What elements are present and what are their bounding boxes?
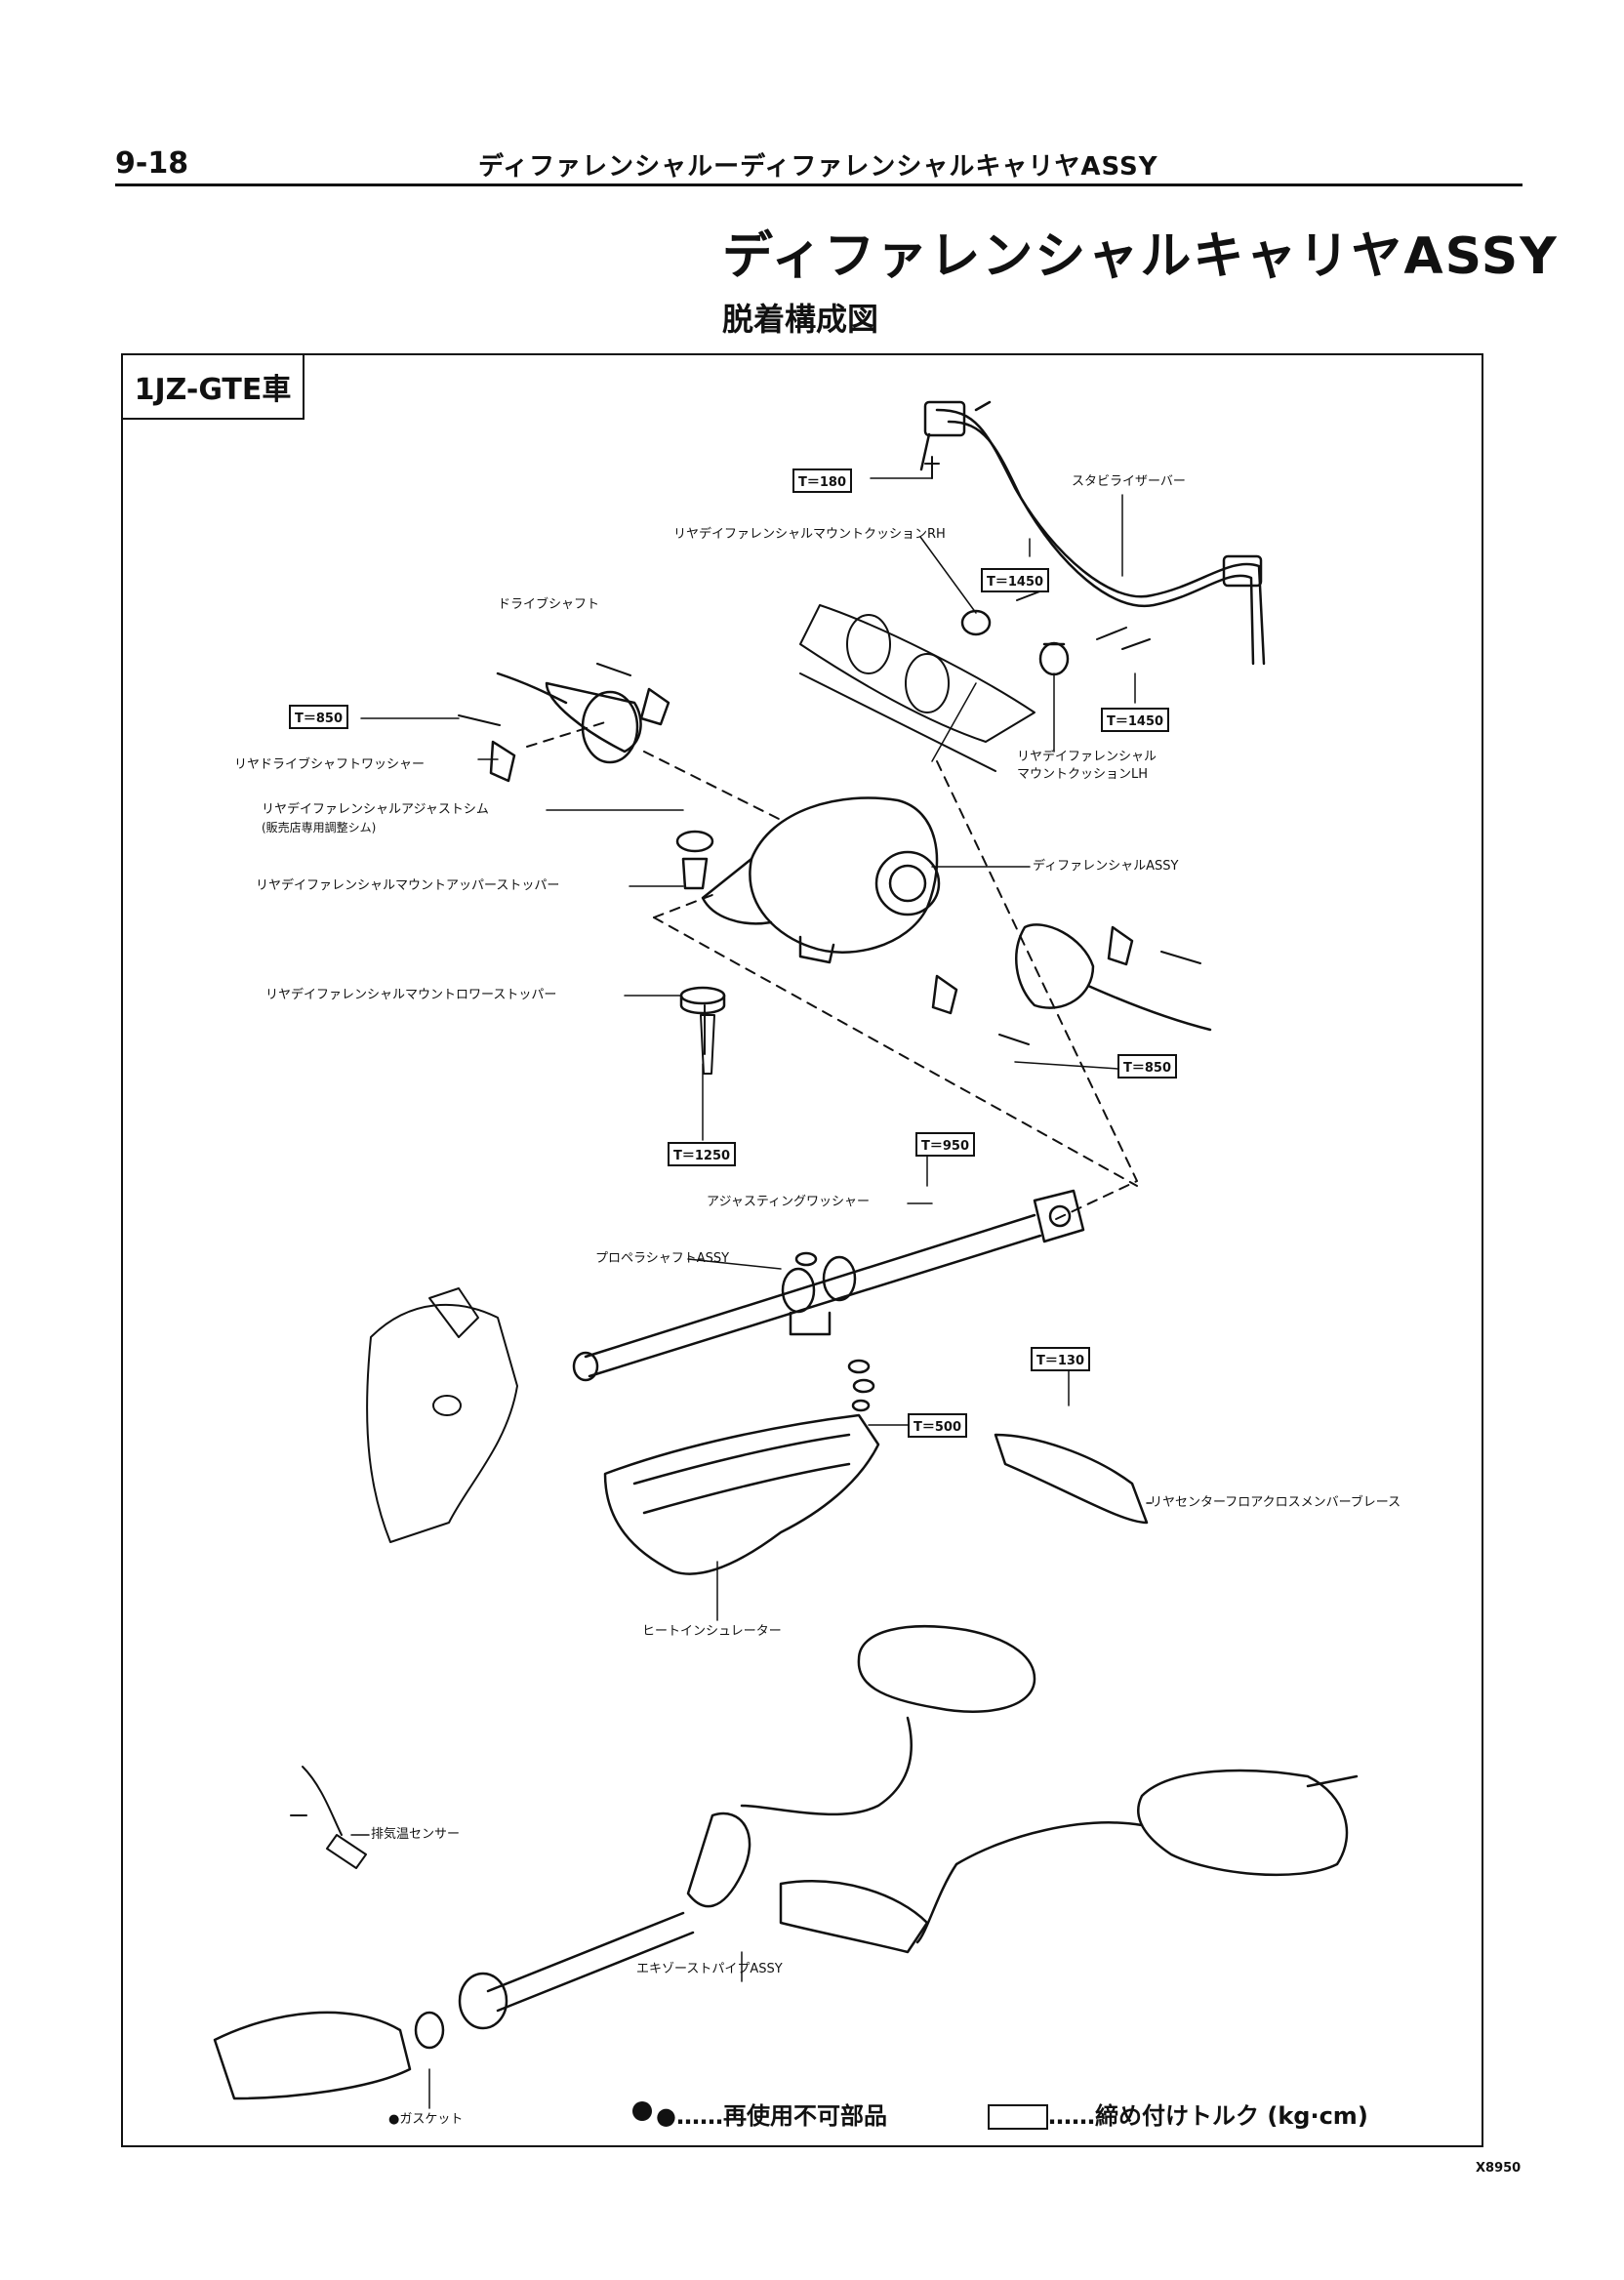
mount-cushions-drawing [960, 609, 1070, 676]
label-stabilizer-bar: スタビライザーバー [1072, 474, 1186, 489]
legend-dot [632, 2101, 652, 2121]
page-title: ディファレンシャルキャリヤASSY [722, 227, 1559, 286]
bolts-drawing [458, 456, 1201, 1075]
label-rear-drive-shaft-washer: リヤドライブシャフトワッシャー [234, 757, 426, 772]
page-subtitle: 脱着構成図 [722, 301, 879, 338]
drive-shaft-lh-drawing [489, 672, 670, 783]
lower-stopper-drawing [679, 986, 726, 1015]
dashed-guides [526, 721, 1138, 1221]
exhaust-sensor-drawing [290, 1766, 367, 1869]
differential-drawing [675, 796, 941, 964]
label-exhaust-pipe: エキゾーストパイプASSY [636, 1962, 783, 1976]
figure-code: X8950 [1476, 2161, 1522, 2176]
legend-non-reusable: ●……再使用不可部品 [656, 2102, 887, 2130]
label-propeller-shaft: プロペラシャフトASSY [595, 1251, 730, 1266]
label-heat-insulator: ヒートインシュレーター [642, 1624, 782, 1639]
torque-t1450-a: T＝1450 [981, 568, 1050, 592]
washers-drawing [794, 1251, 875, 1412]
page-number: 9-18 [115, 146, 189, 181]
legend-torque-text: ……締め付けトルク (kg·cm) [1048, 2102, 1368, 2130]
stabilizer-bar-drawing [919, 400, 1266, 666]
label-mount-cushion-lh-2: マウントクッションLH [1017, 767, 1149, 782]
label-adjust-shim: リヤデイファレンシャルアジャストシム [262, 802, 489, 817]
body-bracket-drawing [366, 1287, 518, 1543]
subframe-drawing [799, 604, 1035, 772]
label-lower-stopper: リヤデイファレンシャルマウントロワーストッパー [265, 988, 557, 1002]
label-mount-cushion-lh-1: リヤデイファレンシャル [1017, 750, 1157, 764]
torque-t130: T＝130 [1031, 1347, 1091, 1371]
brace-drawing [994, 1433, 1149, 1525]
torque-t950: T＝950 [915, 1132, 976, 1157]
exhaust-system-drawing [213, 1625, 1359, 2100]
label-mount-cushion-rh: リヤデイファレンシャルマウントクッションRH [673, 527, 946, 542]
section-title: ディファレンシャルーディファレンシャルキャリヤASSY [478, 152, 1158, 182]
label-differential-assy: ディファレンシャルASSY [1033, 859, 1179, 874]
torque-t1450-b: T＝1450 [1101, 708, 1170, 732]
propeller-shaft-drawing [572, 1189, 1085, 1382]
drive-shaft-rh-drawing [931, 923, 1212, 1032]
torque-t850-a: T＝850 [289, 705, 349, 729]
label-exhaust-temp-sensor: 排気温センサー [371, 1827, 461, 1842]
torque-t850-b: T＝850 [1117, 1054, 1178, 1079]
label-drive-shaft: ドライブシャフト [498, 597, 600, 612]
label-gasket: ●ガスケット [388, 2112, 464, 2127]
label-adjust-shim-note: (販売店専用調整シム) [262, 821, 377, 835]
torque-t180: T＝180 [792, 468, 853, 493]
label-adjusting-washer: アジャスティングワッシャー [707, 1195, 871, 1209]
heat-insulator-drawing [603, 1413, 880, 1575]
legend-torque: ……締め付けトルク (kg·cm) [988, 2097, 1368, 2131]
engine-label: 1JZ-GTE車 [121, 353, 304, 420]
diagram-frame [121, 353, 1483, 2147]
label-cross-member-brace: リヤセンターフロアクロスメンバーブレース [1150, 1495, 1401, 1510]
torque-t500: T＝500 [908, 1413, 968, 1438]
label-upper-stopper: リヤデイファレンシャルマウントアッパーストッパー [256, 878, 560, 893]
leader-lines [350, 477, 1153, 2109]
torque-t1250: T＝1250 [668, 1142, 737, 1166]
legend-torque-box [988, 2104, 1048, 2130]
header-rule [115, 183, 1522, 186]
